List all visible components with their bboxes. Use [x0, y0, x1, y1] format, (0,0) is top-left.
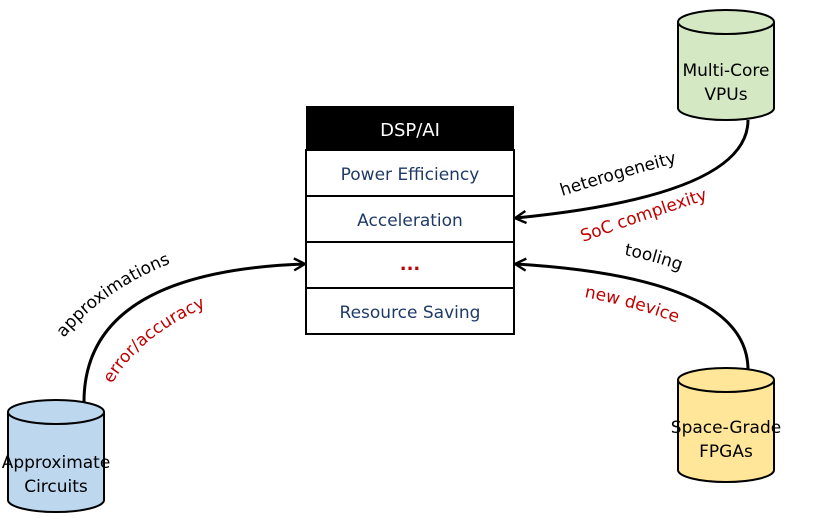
fpgas-top: [677, 367, 775, 393]
fpgas-label-line2: FPGAs: [699, 442, 753, 462]
table-row-label: Resource Saving: [340, 303, 481, 323]
table-row: [305, 195, 515, 243]
fpgas-cylinder: Space-Grade FPGAs: [671, 367, 781, 483]
vpus-cylinder: Multi-Core VPUs: [677, 9, 775, 121]
approx-label-line1: Approximate: [2, 453, 111, 473]
vpus-top: [677, 9, 775, 35]
approx-top: [7, 399, 105, 425]
edge-fpgas-to-table: [516, 264, 750, 371]
fpgas-label-line1: Space-Grade: [671, 418, 781, 438]
edge-vpus-to-table: [516, 119, 750, 218]
table-header: DSP/AI: [380, 120, 440, 141]
table-row-label: Acceleration: [357, 211, 463, 231]
edge-approx-label-bottom: error/accuracy: [99, 293, 208, 386]
table-row: [305, 149, 515, 197]
edge-fpgas-label-top: tooling: [623, 240, 685, 275]
vpus-body: [677, 22, 775, 121]
table-row: [305, 241, 515, 289]
vpus-label-line2: VPUs: [704, 85, 747, 105]
table-row-label: Power Efficiency: [341, 165, 480, 185]
table-row-ellipsis: ...: [400, 254, 421, 275]
approx-body: [7, 412, 105, 513]
center-table: DSP/AI Power Efficiency Acceleration ...…: [305, 106, 515, 335]
edge-vpus-label-bottom: SoC complexity: [578, 185, 710, 247]
table-header-bg: [306, 106, 514, 150]
approx-cylinder: Approximate Circuits: [2, 399, 111, 513]
fpgas-body: [677, 380, 775, 483]
approx-label-line2: Circuits: [24, 477, 88, 497]
table-row: [305, 287, 515, 335]
edge-approx-to-table: [82, 264, 304, 403]
vpus-label-line1: Multi-Core: [682, 61, 769, 81]
